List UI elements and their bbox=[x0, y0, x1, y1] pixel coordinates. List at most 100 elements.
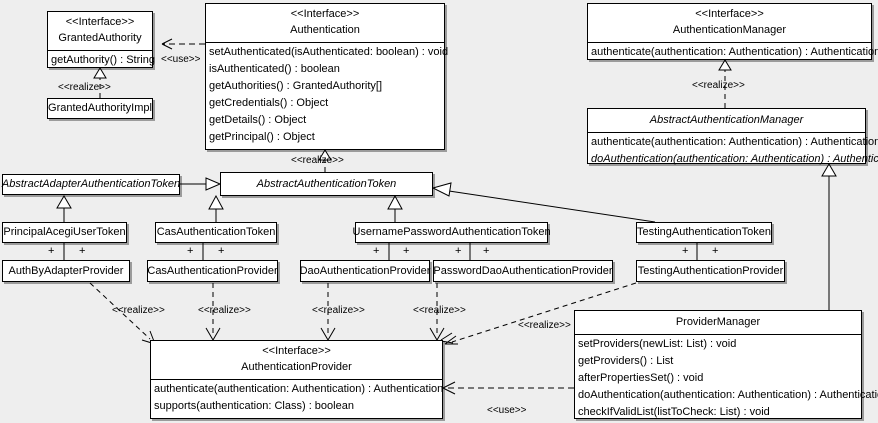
class-members-abstract-authentication-manager: authenticate(authentication: Authenticat… bbox=[588, 132, 878, 170]
uml-class-abstract-authentication-token[interactable]: AbstractAuthenticationToken bbox=[220, 172, 433, 196]
class-member: getCredentials() : Object bbox=[209, 97, 329, 109]
association-marker-plus-upat-2: + bbox=[403, 245, 410, 257]
class-stereotype-authentication-manager: <<Interface>> bbox=[695, 8, 764, 20]
edge-label-realize-testing: <<realize>> bbox=[518, 320, 571, 331]
class-header-password-dao-authentication-provider: PasswordDaoAuthenticationProvider bbox=[433, 261, 613, 281]
class-header-authentication-provider: <<Interface>> AuthenticationProvider bbox=[151, 341, 442, 379]
class-header-testing-authentication-provider: TestingAuthenticationProvider bbox=[637, 261, 784, 281]
class-header-authentication: <<Interface>> Authentication bbox=[206, 4, 444, 42]
class-member: getProviders() : List bbox=[578, 355, 674, 367]
class-stereotype-authentication-provider: <<Interface>> bbox=[262, 345, 331, 357]
uml-class-username-password-authentication-token[interactable]: UsernamePasswordAuthenticationToken bbox=[352, 222, 551, 243]
uml-class-abstract-authentication-manager[interactable]: AbstractAuthenticationManager authenticat… bbox=[587, 108, 878, 165]
class-members-authentication: setAuthenticated(isAuthenticated: boolea… bbox=[206, 42, 448, 148]
class-member: afterPropertiesSet() : void bbox=[578, 372, 704, 384]
class-name-password-dao-authentication-provider: PasswordDaoAuthenticationProvider bbox=[433, 264, 613, 277]
class-name-abstract-authentication-manager: AbstractAuthenticationManager bbox=[649, 114, 804, 126]
class-name-testing-authentication-provider: TestingAuthenticationProvider bbox=[637, 264, 784, 277]
uml-class-granted-authority-impl[interactable]: GrantedAuthorityImpl bbox=[47, 98, 153, 119]
edge-generalize-abstract-adapter-token bbox=[180, 177, 222, 191]
association-marker-plus-testing-left: + bbox=[682, 245, 689, 257]
edge-generalize-upat-token bbox=[387, 194, 403, 222]
edge-label-realize-authentication-manager: <<realize>> bbox=[692, 80, 745, 91]
class-member: checkIfValidList(listToCheck: List) : vo… bbox=[578, 406, 770, 418]
class-members-provider-manager: setProviders(newList: List) : void getPro… bbox=[575, 334, 878, 423]
class-header-testing-authentication-token: TestingAuthenticationToken bbox=[637, 223, 771, 242]
class-member: authenticate(authentication: Authenticat… bbox=[591, 46, 878, 58]
uml-class-authentication-provider[interactable]: <<Interface>> AuthenticationProvider authe… bbox=[150, 340, 443, 419]
edge-label-use-granted-authority: <<use>> bbox=[161, 54, 201, 65]
edge-use-provider-manager bbox=[442, 381, 574, 395]
class-member: getAuthority() : String bbox=[51, 54, 155, 66]
edge-label-realize-authentication: <<realize>> bbox=[291, 155, 344, 166]
uml-class-dao-authentication-provider[interactable]: DaoAuthenticationProvider bbox=[300, 260, 430, 282]
uml-class-abstract-adapter-authentication-token[interactable]: AbstractAdapterAuthenticationToken bbox=[2, 174, 180, 195]
class-name-username-password-authentication-token: UsernamePasswordAuthenticationToken bbox=[352, 226, 551, 238]
edge-label-realize-auth-by-adapter: <<realize>> bbox=[112, 305, 165, 316]
class-header-username-password-authentication-token: UsernamePasswordAuthenticationToken bbox=[352, 223, 550, 242]
class-member: doAuthentication(authentication: Authent… bbox=[591, 153, 878, 165]
class-name-abstract-adapter-authentication-token: AbstractAdapterAuthenticationToken bbox=[1, 178, 181, 190]
class-header-authentication-manager: <<Interface>> AuthenticationManager bbox=[588, 4, 871, 42]
class-member: supports(authentication: Class) : boolea… bbox=[154, 400, 354, 412]
edge-generalize-provider-manager bbox=[821, 163, 837, 310]
uml-class-provider-manager[interactable]: ProviderManager setProviders(newList: Lis… bbox=[574, 310, 878, 419]
uml-class-cas-authentication-provider[interactable]: CasAuthenticationProvider bbox=[147, 260, 278, 282]
uml-class-authentication[interactable]: <<Interface>> Authentication setAuthentica… bbox=[205, 3, 448, 150]
class-header-cas-authentication-provider: CasAuthenticationProvider bbox=[147, 261, 278, 281]
class-member: getPrincipal() : Object bbox=[209, 131, 315, 143]
association-marker-plus-testing-right: + bbox=[712, 245, 719, 257]
class-header-abstract-adapter-authentication-token: AbstractAdapterAuthenticationToken bbox=[1, 175, 181, 194]
uml-class-cas-authentication-token[interactable]: CasAuthenticationToken bbox=[155, 222, 277, 243]
edge-label-realize-cas: <<realize>> bbox=[198, 305, 251, 316]
class-name-auth-by-adapter-provider: AuthByAdapterProvider bbox=[8, 264, 124, 277]
uml-class-testing-authentication-token[interactable]: TestingAuthenticationToken bbox=[636, 222, 772, 243]
class-members-granted-authority: getAuthority() : String bbox=[48, 50, 155, 71]
class-name-authentication: Authentication bbox=[290, 24, 360, 36]
edge-label-use-provider-manager: <<use>> bbox=[487, 405, 527, 416]
class-name-authentication-provider: AuthenticationProvider bbox=[241, 361, 352, 373]
class-header-granted-authority: <<Interface>> GrantedAuthority bbox=[48, 12, 152, 50]
association-marker-plus-cas-right: + bbox=[218, 245, 225, 257]
edge-label-realize-granted-authority: <<realize>> bbox=[58, 82, 111, 93]
class-stereotype-authentication: <<Interface>> bbox=[290, 8, 360, 20]
class-name-authentication-manager: AuthenticationManager bbox=[672, 24, 787, 36]
class-name-abstract-authentication-token: AbstractAuthenticationToken bbox=[256, 177, 397, 190]
class-name-cas-authentication-token: CasAuthenticationToken bbox=[156, 226, 276, 238]
association-marker-plus-principal-left: + bbox=[48, 245, 55, 257]
class-name-principal-acegi-user-token: PrincipalAcegiUserToken bbox=[3, 226, 126, 238]
class-member: authenticate(authentication: Authenticat… bbox=[591, 136, 878, 148]
edge-generalize-principal-acegi-token bbox=[56, 195, 72, 222]
class-header-cas-authentication-token: CasAuthenticationToken bbox=[156, 223, 276, 242]
edge-generalize-testing-token bbox=[431, 182, 656, 223]
class-header-provider-manager: ProviderManager bbox=[575, 311, 861, 334]
association-marker-plus-principal-right: + bbox=[79, 245, 86, 257]
class-name-granted-authority-impl: GrantedAuthorityImpl bbox=[48, 102, 152, 114]
edge-use-granted-authority bbox=[161, 38, 205, 50]
class-member: getAuthorities() : GrantedAuthority[] bbox=[209, 80, 383, 92]
uml-class-principal-acegi-user-token[interactable]: PrincipalAcegiUserToken bbox=[2, 222, 127, 243]
uml-class-granted-authority[interactable]: <<Interface>> GrantedAuthority getAuthorit… bbox=[47, 11, 155, 71]
class-header-abstract-authentication-token: AbstractAuthenticationToken bbox=[221, 173, 432, 195]
class-name-granted-authority: GrantedAuthority bbox=[58, 32, 142, 44]
class-members-authentication-manager: authenticate(authentication: Authenticat… bbox=[588, 42, 878, 63]
class-header-abstract-authentication-manager: AbstractAuthenticationManager bbox=[588, 109, 865, 132]
class-header-granted-authority-impl: GrantedAuthorityImpl bbox=[48, 99, 152, 118]
class-member: getDetails() : Object bbox=[209, 114, 307, 126]
class-stereotype-granted-authority: <<Interface>> bbox=[65, 16, 135, 28]
uml-class-auth-by-adapter-provider[interactable]: AuthByAdapterProvider bbox=[2, 260, 130, 282]
edge-label-realize-dao: <<realize>> bbox=[312, 305, 365, 316]
association-marker-plus-upat-1: + bbox=[373, 245, 380, 257]
uml-class-password-dao-authentication-provider[interactable]: PasswordDaoAuthenticationProvider bbox=[433, 260, 613, 282]
class-name-dao-authentication-provider: DaoAuthenticationProvider bbox=[299, 264, 431, 277]
association-marker-plus-upat-4: + bbox=[483, 245, 490, 257]
class-name-cas-authentication-provider: CasAuthenticationProvider bbox=[147, 264, 278, 277]
class-members-authentication-provider: authenticate(authentication: Authenticat… bbox=[151, 379, 443, 417]
class-member: setProviders(newList: List) : void bbox=[578, 338, 737, 350]
class-header-dao-authentication-provider: DaoAuthenticationProvider bbox=[299, 261, 431, 281]
class-member: doAuthentication(authentication: Authent… bbox=[578, 389, 878, 401]
uml-class-testing-authentication-provider[interactable]: TestingAuthenticationProvider bbox=[636, 260, 785, 282]
association-marker-plus-cas-left: + bbox=[187, 245, 194, 257]
uml-class-authentication-manager[interactable]: <<Interface>> AuthenticationManager authen… bbox=[587, 3, 878, 63]
